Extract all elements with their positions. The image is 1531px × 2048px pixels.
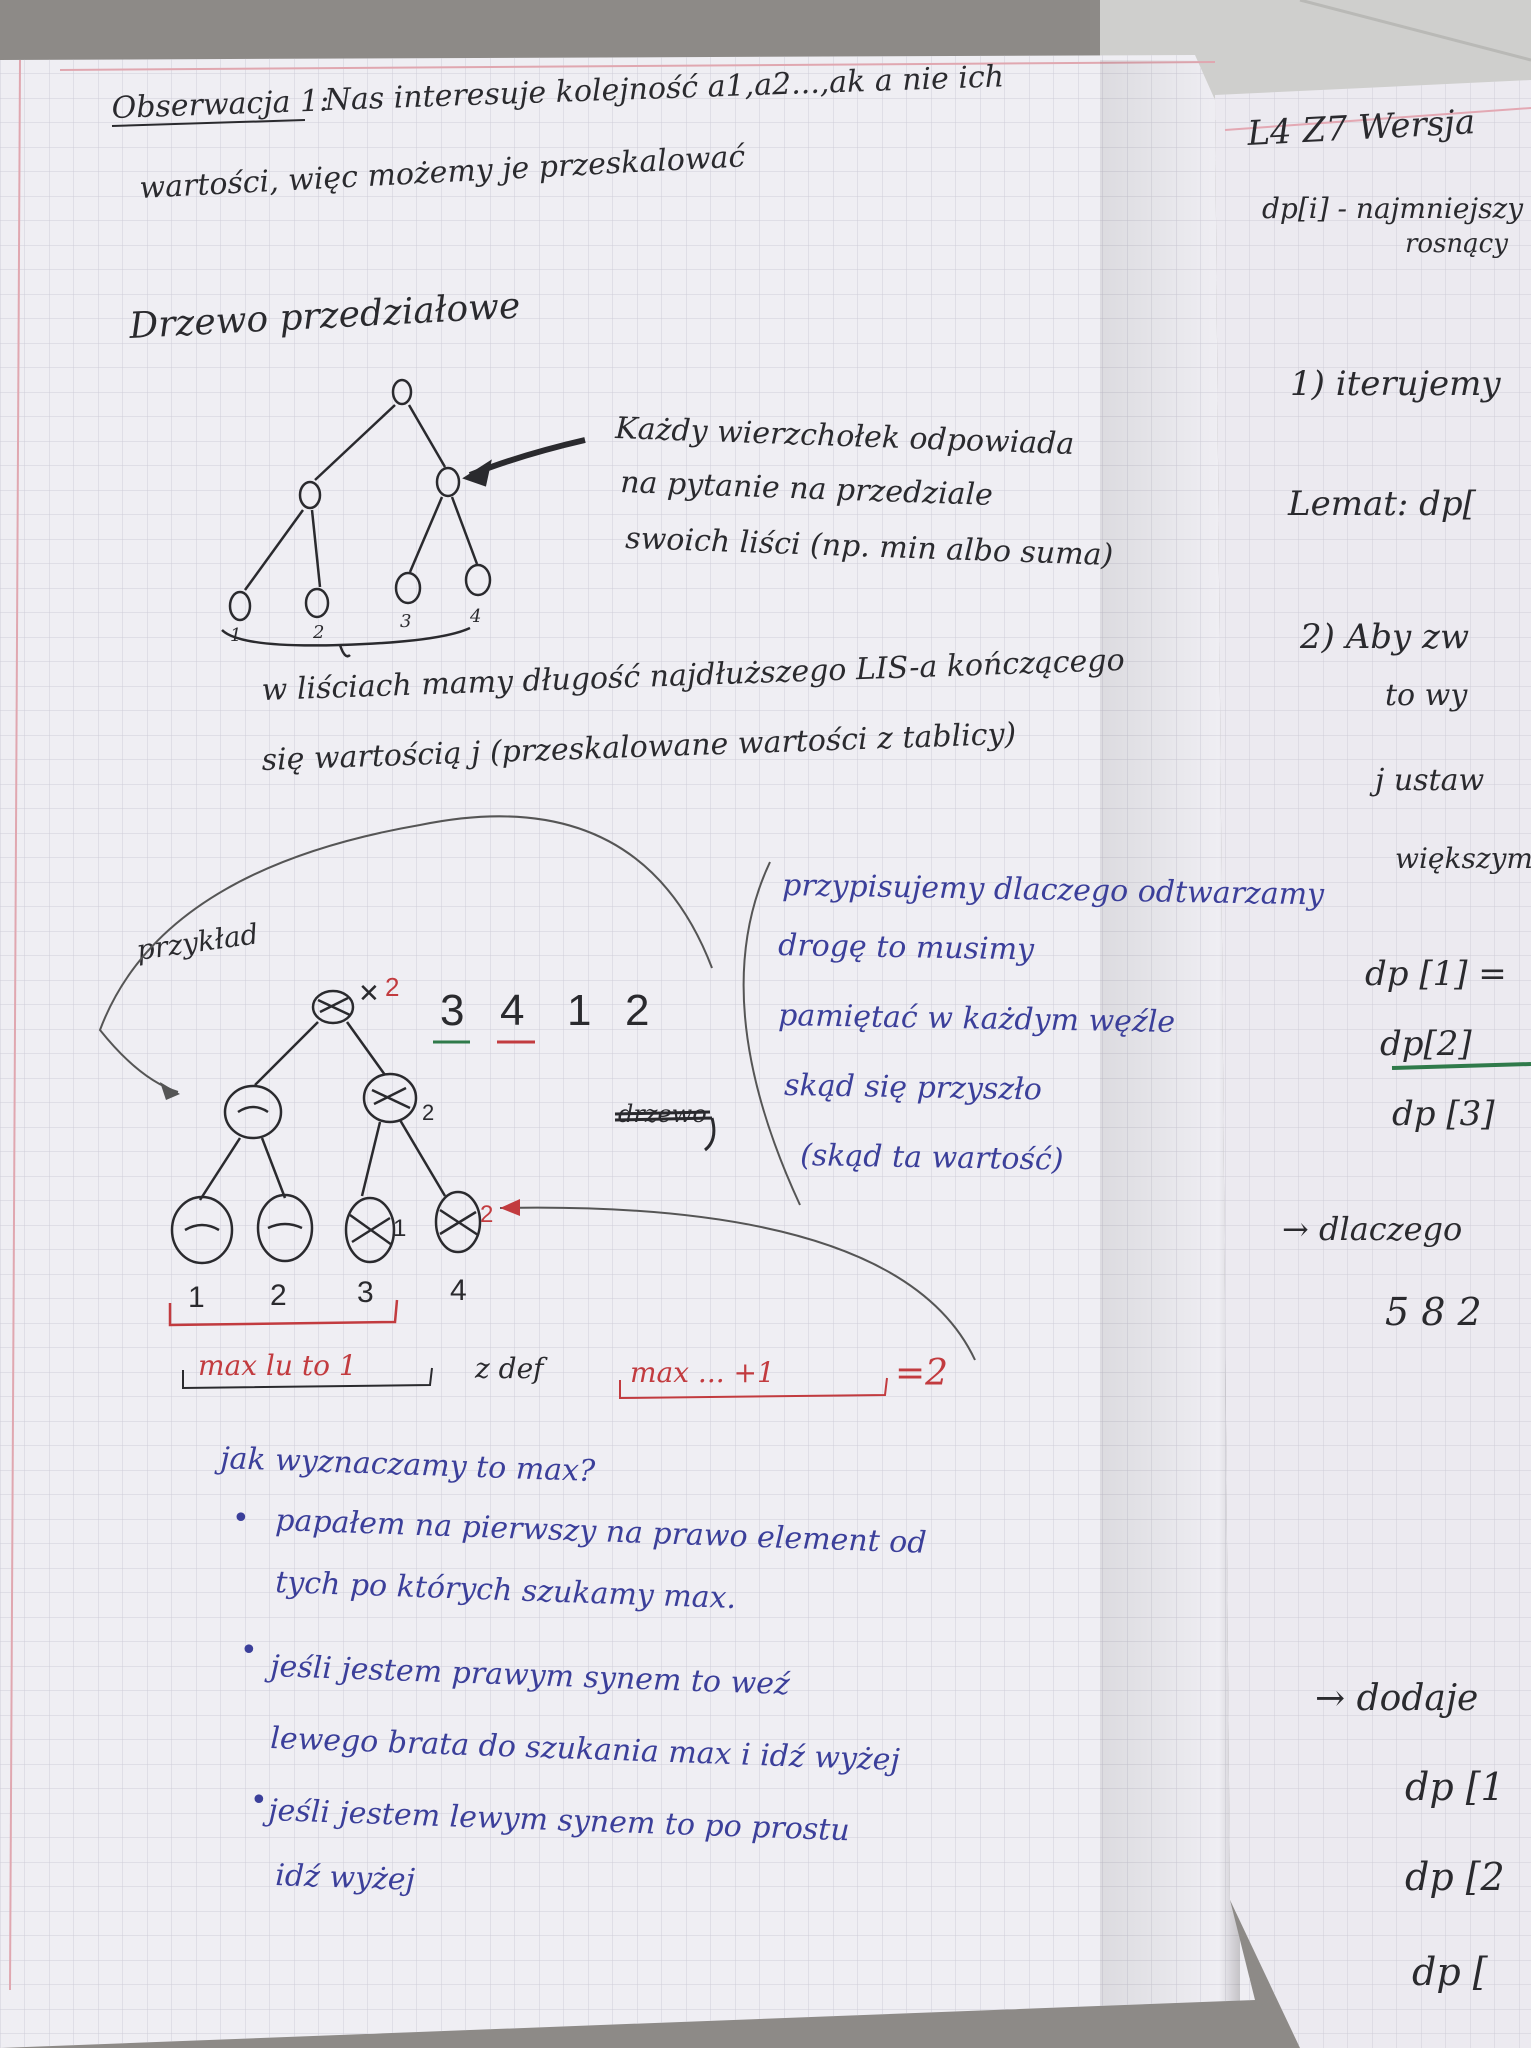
curved-arrow-red [499, 1206, 976, 1361]
right-line: dp [1] = [1365, 954, 1507, 994]
leaf-index: 1 [188, 1281, 205, 1314]
node-mark-leaf4: 2 [480, 1201, 493, 1228]
right-line: dp [1 [1405, 1765, 1505, 1809]
right-line: dp [2 [1405, 1855, 1505, 1899]
right-line: rosnący [1405, 229, 1508, 259]
left-page [0, 55, 1255, 2048]
sequence-value: 4 [500, 986, 524, 1035]
crossed-word-scribble [614, 1110, 716, 1152]
bullet-marker: • [250, 1783, 268, 1818]
bullet-marker: • [240, 1633, 258, 1668]
blue-note-bracket [742, 861, 801, 1206]
bullet-marker: • [232, 1501, 250, 1536]
tree-leaf-number: 3 [400, 611, 411, 632]
node-mark-root-value: 2 [385, 972, 399, 1002]
curved-arrow-top [98, 815, 713, 1093]
right-line: dp[2] [1380, 1024, 1472, 1064]
max-bracket-1 [182, 1367, 433, 1390]
segment-tree-diagram [221, 378, 586, 658]
sequence-value: 2 [625, 986, 649, 1035]
right-line: 2) Aby zw [1299, 617, 1469, 657]
range-bracket-red [168, 1299, 399, 1327]
right-underline-green [1391, 1062, 1531, 1070]
max-line-result: =2 [895, 1353, 948, 1394]
tree-leaf-number: 1 [230, 625, 241, 646]
sequence-value: 3 [440, 986, 464, 1035]
example-tree-diagram [170, 989, 482, 1265]
right-line: → dodaje [1315, 1678, 1478, 1719]
right-line: 1) iterujemy [1290, 364, 1501, 404]
observation-label: Obserwacja 1: [111, 83, 330, 126]
right-line: dp[i] - najmniejszy [1262, 192, 1524, 225]
right-line: → dlaczego [1282, 1210, 1462, 1248]
sequence-value: 1 [567, 986, 591, 1035]
leaf-index: 4 [450, 1274, 467, 1307]
node-mark-right-mid: 2 [422, 1100, 434, 1125]
blue-note-line: (skąd ta wartość) [800, 1138, 1064, 1178]
max-line-second: max ... +1 [630, 1356, 775, 1389]
tree-leaf-number: 4 [469, 606, 481, 627]
blue-note-line: skąd się przyszło [784, 1068, 1042, 1107]
max-line-first: max lu to 1 [198, 1349, 357, 1382]
right-line: 5 8 2 [1385, 1290, 1482, 1334]
right-line: to wy [1385, 678, 1468, 713]
blue-note-line: drogę to musimy [778, 928, 1036, 967]
blue-note-line: pamiętać w każdym węźle [778, 998, 1176, 1040]
node-mark-root: ✕ [358, 978, 380, 1008]
max-bracket-2 [619, 1377, 888, 1400]
leaf-index: 2 [270, 1279, 287, 1312]
node-mark-leaf3: 1 [393, 1215, 406, 1242]
bullet-line: idź wyżej [275, 1858, 416, 1898]
right-line: j ustaw [1369, 763, 1484, 798]
right-line: dp [3] [1392, 1094, 1495, 1134]
right-line: Lemat: dp[ [1287, 484, 1477, 524]
right-line: większym [1395, 842, 1531, 875]
leaf-index: 3 [357, 1276, 374, 1309]
right-line: dp [ [1412, 1950, 1489, 1994]
tree-leaf-number: 2 [312, 622, 324, 643]
max-line-middle: z def [474, 1352, 548, 1385]
